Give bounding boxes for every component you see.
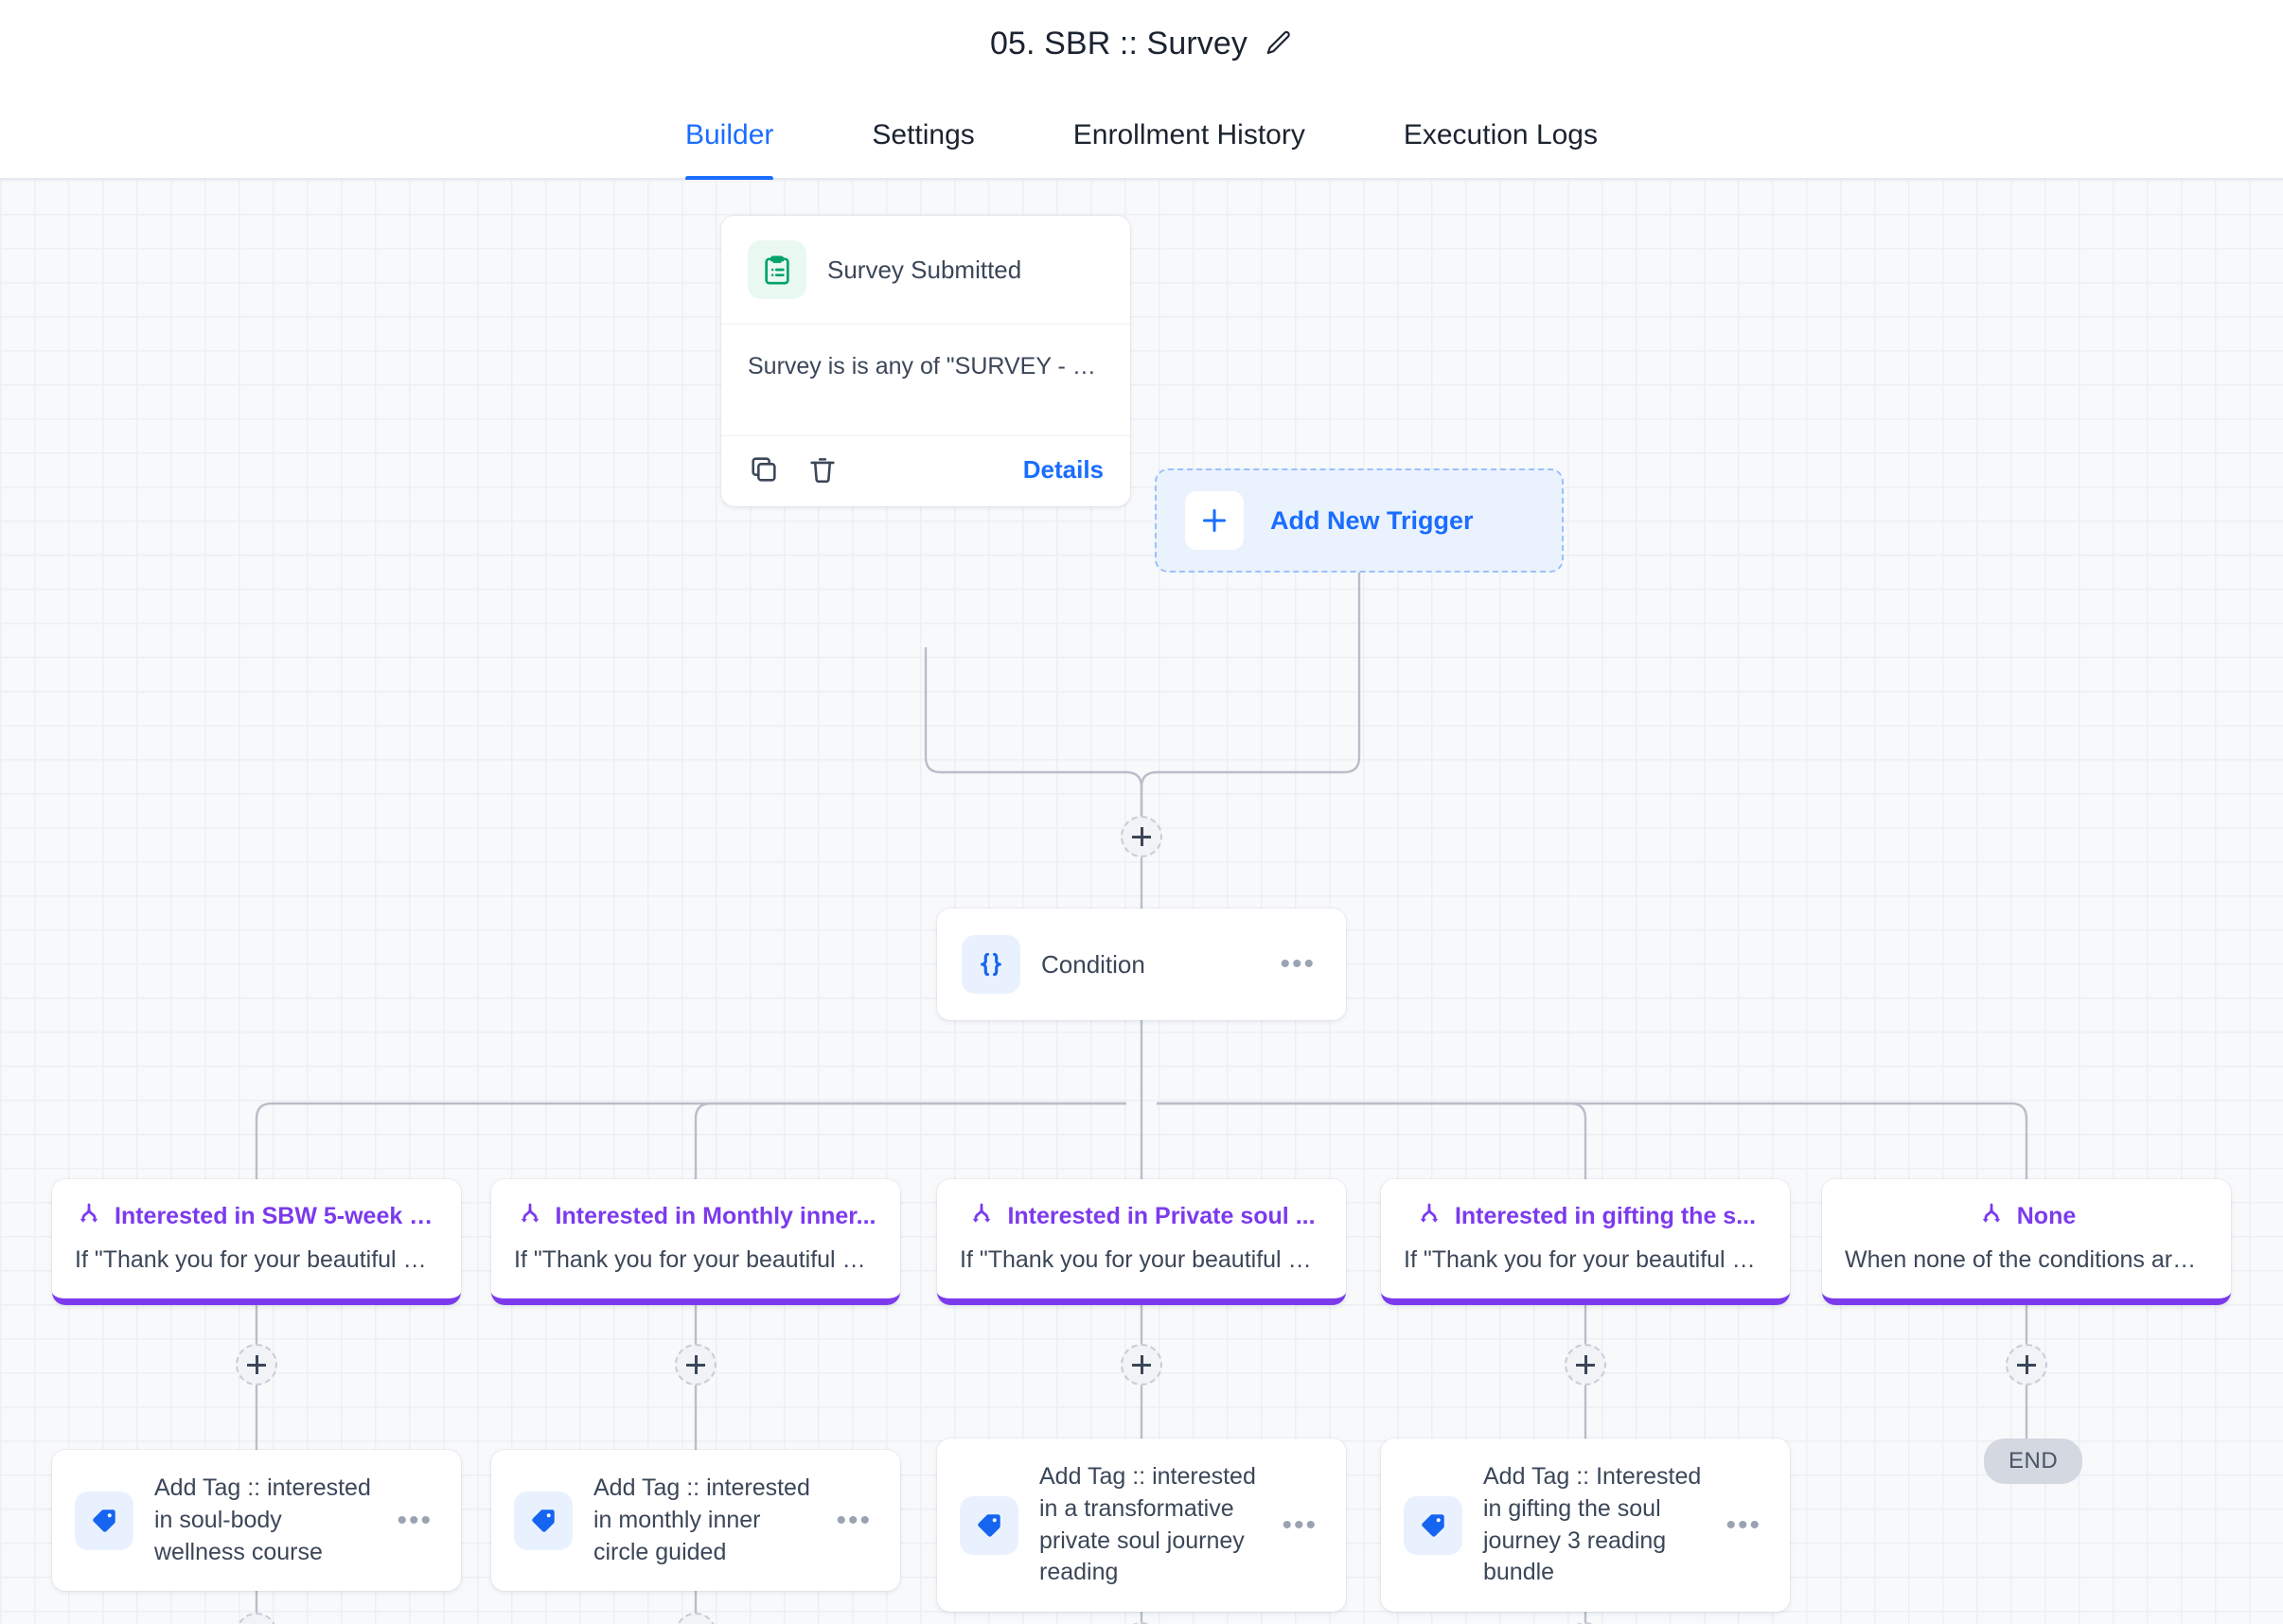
- clipboard-survey-icon: [748, 240, 806, 299]
- add-new-trigger-button[interactable]: Add New Trigger: [1155, 468, 1564, 573]
- action-label: Add Tag :: Interested in gifting the sou…: [1483, 1463, 1702, 1586]
- action-card-add-tag-4[interactable]: Add Tag :: Interested in gifting the sou…: [1381, 1439, 1790, 1612]
- branch-subtitle: If "Thank you for your beautiful pres...: [75, 1246, 438, 1273]
- tag-icon: [960, 1495, 1018, 1555]
- end-badge-none: END: [1984, 1439, 2083, 1484]
- workflow-canvas[interactable]: Survey Submitted Survey is is any of "SU…: [0, 180, 2283, 1624]
- branch-title: Interested in Private soul ...: [1007, 1203, 1316, 1229]
- action-label: Add Tag :: interested in monthly inner c…: [593, 1474, 810, 1565]
- add-step-button-branch-2[interactable]: [675, 1344, 717, 1386]
- branch-subtitle: When none of the conditions are met: [1845, 1246, 2208, 1273]
- trigger-node-survey-submitted[interactable]: Survey Submitted Survey is is any of "SU…: [721, 216, 1130, 506]
- ellipsis-icon[interactable]: •••: [836, 1504, 872, 1536]
- pencil-icon[interactable]: [1265, 29, 1293, 58]
- tab-execution-logs[interactable]: Execution Logs: [1403, 119, 1598, 150]
- branch-card-1[interactable]: Interested in SBW 5-week Co... If "Thank…: [52, 1179, 461, 1305]
- add-new-trigger-label: Add New Trigger: [1270, 505, 1474, 535]
- add-step-button-branch-none[interactable]: [2006, 1344, 2047, 1386]
- add-step-button-branch-4[interactable]: [1565, 1344, 1606, 1386]
- braces-icon: [962, 935, 1020, 994]
- ellipsis-icon[interactable]: •••: [397, 1504, 433, 1536]
- trash-icon[interactable]: [806, 453, 839, 485]
- branch-card-2[interactable]: Interested in Monthly inner... If "Thank…: [491, 1179, 900, 1305]
- add-step-button-after-tag-1[interactable]: [236, 1613, 277, 1624]
- app-header: 05. SBR :: Survey: [0, 0, 2283, 87]
- branch-header: Interested in SBW 5-week Co...: [75, 1200, 438, 1233]
- branch-subtitle: If "Thank you for your beautiful pres...: [514, 1246, 877, 1273]
- trigger-details-link[interactable]: Details: [1022, 454, 1104, 484]
- branch-header: None: [1845, 1200, 2208, 1233]
- branch-fork-icon: [516, 1200, 544, 1233]
- tab-enrollment-history[interactable]: Enrollment History: [1072, 119, 1305, 150]
- tag-icon: [75, 1491, 133, 1550]
- page-title: 05. SBR :: Survey: [990, 25, 1248, 62]
- action-card-add-tag-1[interactable]: Add Tag :: interested in soul-body welln…: [52, 1450, 461, 1592]
- trigger-body: Survey is is any of "SURVEY - Soul-...: [721, 325, 1130, 436]
- branch-subtitle: If "Thank you for your beautiful pres...: [1404, 1246, 1767, 1273]
- condition-title: Condition: [1041, 949, 1145, 979]
- branch-header: Interested in Private soul ...: [960, 1200, 1323, 1233]
- branch-title: Interested in gifting the s...: [1454, 1203, 1757, 1229]
- branch-fork-icon: [1977, 1200, 2006, 1233]
- add-step-button-after-triggers[interactable]: [1121, 816, 1162, 857]
- copy-icon[interactable]: [748, 453, 780, 485]
- tag-icon: [514, 1491, 573, 1550]
- branch-card-3[interactable]: Interested in Private soul ... If "Thank…: [937, 1179, 1346, 1305]
- trigger-title: Survey Submitted: [827, 255, 1022, 284]
- branch-subtitle: If "Thank you for your beautiful pres...: [960, 1246, 1323, 1273]
- branch-fork-icon: [1415, 1200, 1443, 1233]
- branch-title: None: [2016, 1203, 2077, 1229]
- condition-node[interactable]: Condition •••: [937, 909, 1346, 1020]
- branch-fork-icon: [75, 1200, 103, 1233]
- tab-builder[interactable]: Builder: [684, 119, 774, 181]
- trigger-header: Survey Submitted: [721, 216, 1130, 325]
- ellipsis-icon[interactable]: •••: [1726, 1509, 1761, 1541]
- tag-icon: [1404, 1495, 1462, 1555]
- branch-title: Interested in SBW 5-week Co...: [115, 1203, 438, 1229]
- trigger-condition-text: Survey is is any of "SURVEY - Soul-...: [748, 353, 1104, 380]
- action-card-add-tag-2[interactable]: Add Tag :: interested in monthly inner c…: [491, 1450, 900, 1592]
- connector-edges: [255, 573, 2028, 1622]
- action-label: Add Tag :: interested in a transformativ…: [1039, 1463, 1256, 1586]
- branch-card-none[interactable]: None When none of the conditions are met: [1822, 1179, 2231, 1305]
- ellipsis-icon[interactable]: •••: [1280, 948, 1316, 980]
- add-step-button-after-tag-2[interactable]: [675, 1613, 717, 1624]
- branch-card-4[interactable]: Interested in gifting the s... If "Thank…: [1381, 1179, 1790, 1305]
- ellipsis-icon[interactable]: •••: [1282, 1509, 1318, 1541]
- branch-header: Interested in gifting the s...: [1404, 1200, 1767, 1233]
- trigger-footer: Details: [721, 436, 1130, 506]
- branch-fork-icon: [967, 1200, 996, 1233]
- action-label: Add Tag :: interested in soul-body welln…: [154, 1474, 371, 1565]
- branch-title: Interested in Monthly inner...: [555, 1203, 876, 1229]
- add-step-button-branch-3[interactable]: [1121, 1344, 1162, 1386]
- add-step-button-branch-1[interactable]: [236, 1344, 277, 1386]
- tab-settings[interactable]: Settings: [872, 119, 975, 150]
- plus-icon: [1185, 491, 1244, 550]
- branch-header: Interested in Monthly inner...: [514, 1200, 877, 1233]
- tab-bar: Builder Settings Enrollment History Exec…: [0, 87, 2283, 181]
- action-card-add-tag-3[interactable]: Add Tag :: interested in a transformativ…: [937, 1439, 1346, 1612]
